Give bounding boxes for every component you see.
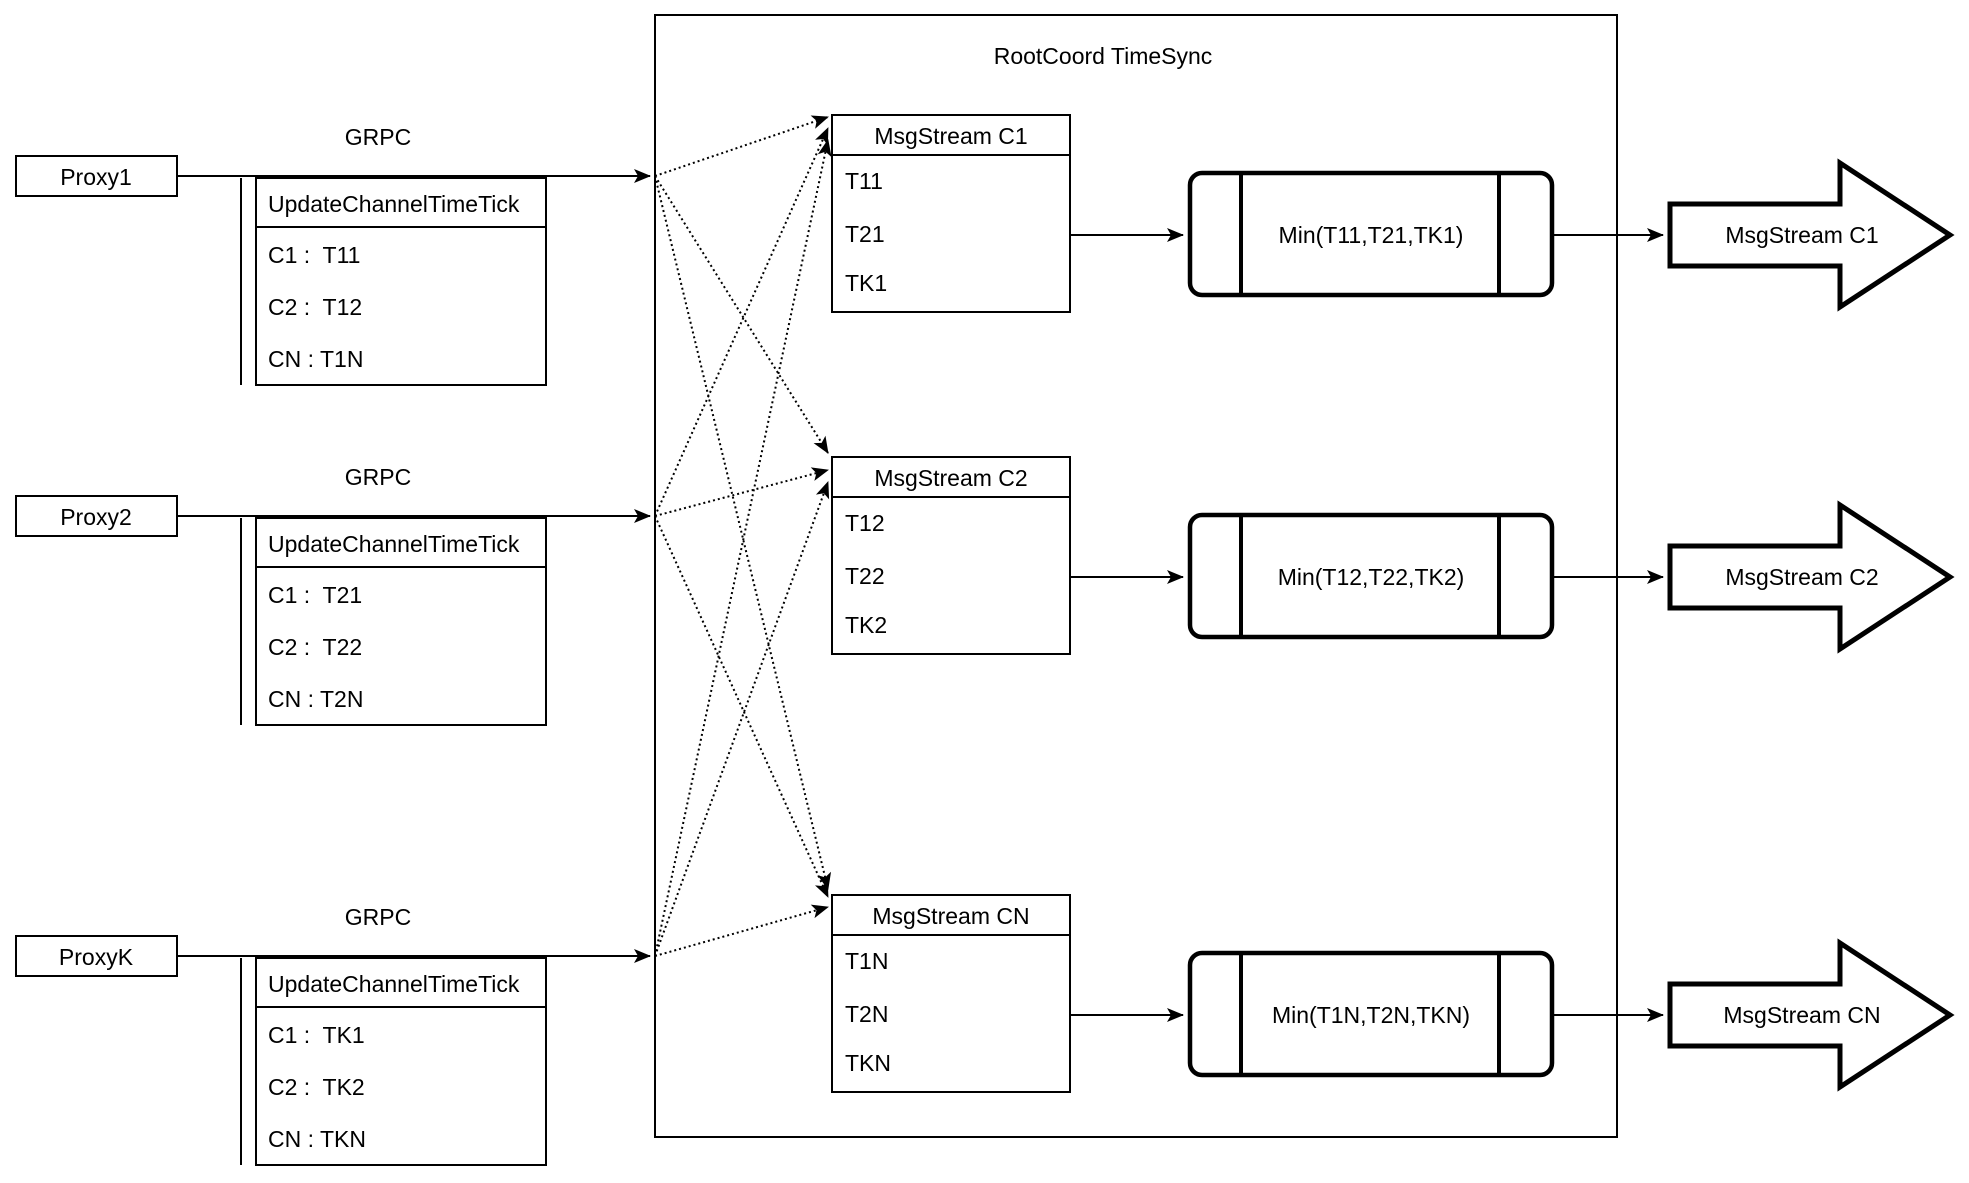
grpc-label-3: GRPC [345, 904, 411, 930]
msgstream-cn-row-1: T1N [845, 948, 888, 974]
proxy1-node [15, 155, 178, 197]
min-node-2-label: Min(T12,T22,TK2) [1278, 564, 1465, 590]
msgstream-c1-row-1: T11 [845, 168, 883, 194]
dotted-arrow-p1-cn [654, 175, 832, 890]
update-table-2-row-1: C1 : T21 [268, 582, 362, 608]
update-table-1-box [255, 177, 547, 386]
output-arrow-c2-shape [1667, 500, 1955, 654]
output-arrow-c1-label: MsgStream C1 [1725, 222, 1878, 248]
update-table-2-title: UpdateChannelTimeTick [268, 531, 520, 557]
dotted-arrow-p1-c1 [654, 115, 829, 177]
output-arrow-c2-label: MsgStream C2 [1725, 564, 1878, 590]
output-arrow-c1-shape [1667, 158, 1955, 312]
msgstream-c1-title: MsgStream C1 [874, 123, 1027, 149]
update-table-1-title: UpdateChannelTimeTick [268, 191, 520, 217]
update-table-3-row-3: CN : TKN [268, 1126, 366, 1152]
min-node-3-label: Min(T1N,T2N,TKN) [1272, 1002, 1470, 1028]
proxy1-label: Proxy1 [60, 164, 132, 190]
update-table-2-row-2: C2 : T22 [268, 634, 362, 660]
stream-row-2: MsgStream C2 T12 T22 TK2 Min(T12,T22,TK2… [831, 456, 1955, 655]
proxy-group-2: GRPC Proxy2 UpdateChannelTimeTick C1 : T… [15, 464, 651, 726]
msgstream-c2-row-3: TK2 [845, 612, 887, 638]
proxyk-node [15, 935, 178, 977]
min-node-1: Min(T11,T21,TK1) [1187, 170, 1555, 298]
update-table-3-box [255, 957, 547, 1166]
proxy2-node [15, 495, 178, 537]
min-node-3: Min(T1N,T2N,TKN) [1187, 950, 1555, 1078]
update-table-2: UpdateChannelTimeTick C1 : T21 C2 : T22 … [240, 517, 547, 726]
stream-row-1: MsgStream C1 T11 T21 TK1 Min(T11,T21,TK1… [831, 114, 1955, 313]
dotted-arrow-p2-c1 [654, 127, 829, 517]
msgstream-cn-box [831, 894, 1071, 1093]
min-node-2: Min(T12,T22,TK2) [1187, 512, 1555, 640]
update-table-3-row-1: C1 : TK1 [268, 1022, 365, 1048]
min-node-1-label: Min(T11,T21,TK1) [1279, 222, 1464, 248]
update-table-3-row-2: C2 : TK2 [268, 1074, 365, 1100]
output-arrow-cn: MsgStream CN [1667, 938, 1955, 1092]
update-table-1: UpdateChannelTimeTick C1 : T11 C2 : T12 … [240, 177, 547, 386]
proxy2-label: Proxy2 [60, 504, 132, 530]
msgstream-cn-table: MsgStream CN T1N T2N TKN [831, 894, 1071, 1093]
grpc-label-2: GRPC [345, 464, 411, 490]
update-table-2-box [255, 517, 547, 726]
dotted-arrow-p2-c2 [654, 467, 829, 517]
grpc-label-1: GRPC [345, 124, 411, 150]
update-table-3-title: UpdateChannelTimeTick [268, 971, 520, 997]
stream-row-3: MsgStream CN T1N T2N TKN Min(T1N,T2N,TKN… [831, 894, 1955, 1093]
dotted-arrow-pk-c1 [654, 139, 832, 957]
proxy-group-3: GRPC ProxyK UpdateChannelTimeTick C1 : T… [15, 904, 651, 1166]
update-table-1-row-3: CN : T1N [268, 346, 363, 372]
update-table-3: UpdateChannelTimeTick C1 : TK1 C2 : TK2 … [240, 957, 547, 1166]
update-table-1-row-1: C1 : T11 [268, 242, 360, 268]
msgstream-cn-row-2: T2N [845, 1001, 888, 1027]
proxy-group-1: GRPC Proxy1 UpdateChannelTimeTick C1 : T… [15, 124, 651, 386]
timetick-fanout-arrows [654, 115, 832, 957]
proxyk-label: ProxyK [59, 944, 134, 970]
dotted-arrow-p2-cn [654, 515, 829, 898]
msgstream-c1-row-3: TK1 [845, 270, 887, 296]
msgstream-c1-row-2: T21 [845, 221, 885, 247]
msgstream-c2-box [831, 456, 1071, 655]
msgstream-c2-row-2: T22 [845, 563, 885, 589]
output-arrow-c2: MsgStream C2 [1667, 500, 1955, 654]
output-arrow-c1: MsgStream C1 [1667, 158, 1955, 312]
update-table-1-row-2: C2 : T12 [268, 294, 362, 320]
msgstream-c2-row-1: T12 [845, 510, 885, 536]
msgstream-c1-table: MsgStream C1 T11 T21 TK1 [831, 114, 1071, 313]
rootcoord-title: RootCoord TimeSync [994, 43, 1213, 69]
dotted-arrow-pk-c2 [654, 481, 830, 957]
msgstream-c2-title: MsgStream C2 [874, 465, 1027, 491]
output-arrow-cn-label: MsgStream CN [1723, 1002, 1880, 1028]
msgstream-c2-table: MsgStream C2 T12 T22 TK2 [831, 456, 1071, 655]
dotted-arrow-p1-c2 [654, 175, 829, 454]
output-arrow-cn-shape [1667, 938, 1955, 1092]
dotted-arrow-pk-cn [654, 904, 829, 957]
msgstream-c1-box [831, 114, 1071, 313]
msgstream-cn-title: MsgStream CN [872, 903, 1029, 929]
update-table-2-row-3: CN : T2N [268, 686, 363, 712]
msgstream-cn-row-3: TKN [845, 1050, 891, 1076]
